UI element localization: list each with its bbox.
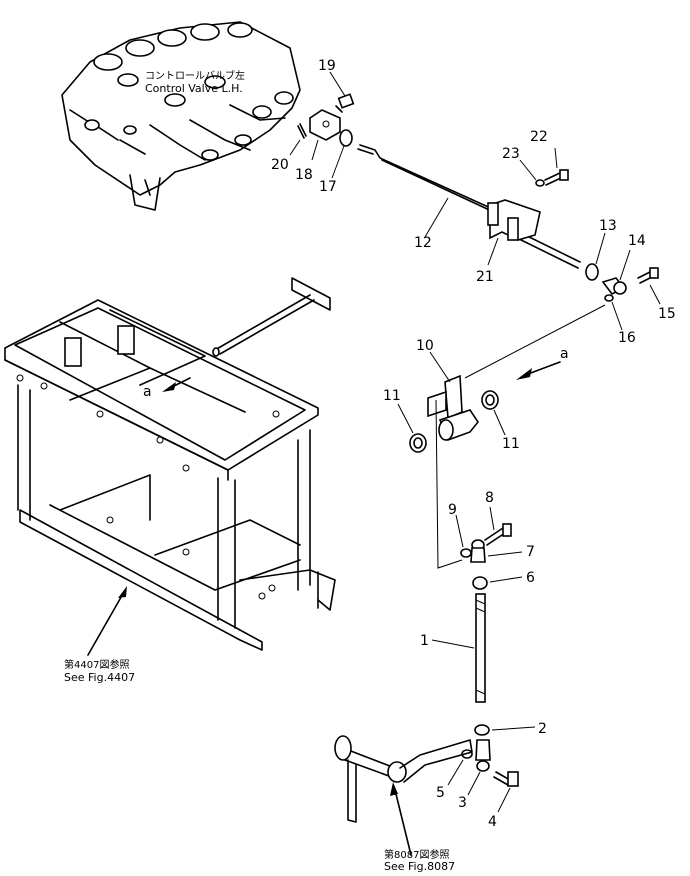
pedal-ref-en: See Fig.8087 [384,860,455,873]
callout-13: 13 [599,218,617,234]
callout-21: 21 [476,269,494,285]
callout-22: 22 [530,129,548,145]
pedal-assembly: 第8087図参照 See Fig.8087 [334,735,473,873]
callout-6: 6 [526,570,535,586]
callout-19: 19 [318,58,336,74]
control-valve-label-jp: コントロールバルブ左 [145,69,245,82]
callout-23: 23 [502,146,520,162]
callout-18: 18 [295,167,313,183]
control-valve-label-en: Control Valve L.H. [145,82,243,95]
callout-15: 15 [658,306,676,322]
callout-7: 7 [526,544,535,560]
frame-ref-en: See Fig.4407 [64,671,135,684]
callout-numbers: 1 2 3 4 5 6 7 8 9 10 11 11 12 13 14 15 1… [271,58,676,830]
callout-5: 5 [436,785,445,801]
frame-assembly: a 第4407図参照 See Fig.4407 [4,277,336,684]
control-valve-lh: コントロールバルブ左 Control Valve L.H. [61,21,301,211]
callout-2: 2 [538,721,547,737]
callout-8: 8 [485,490,494,506]
callout-12: 12 [414,235,432,251]
pedal-ref-jp: 第8087図参照 [384,848,449,861]
callout-14: 14 [628,233,646,249]
callout-9: 9 [448,502,457,518]
callout-11-left: 11 [383,388,401,404]
callout-10: 10 [416,338,434,354]
callout-17: 17 [319,179,337,195]
callout-20: 20 [271,157,289,173]
callout-4: 4 [488,814,497,830]
callout-11-right: 11 [502,436,520,452]
callout-16: 16 [618,330,636,346]
rod-assembly [431,506,536,813]
view-marker-a-right: a [560,346,569,362]
lever-assembly: a [397,346,569,569]
callout-3: 3 [458,795,467,811]
callout-1: 1 [420,633,429,649]
frame-ref-jp: 第4407図参照 [64,658,129,671]
view-marker-a-left: a [143,384,152,400]
upper-linkage-parts [289,71,661,379]
